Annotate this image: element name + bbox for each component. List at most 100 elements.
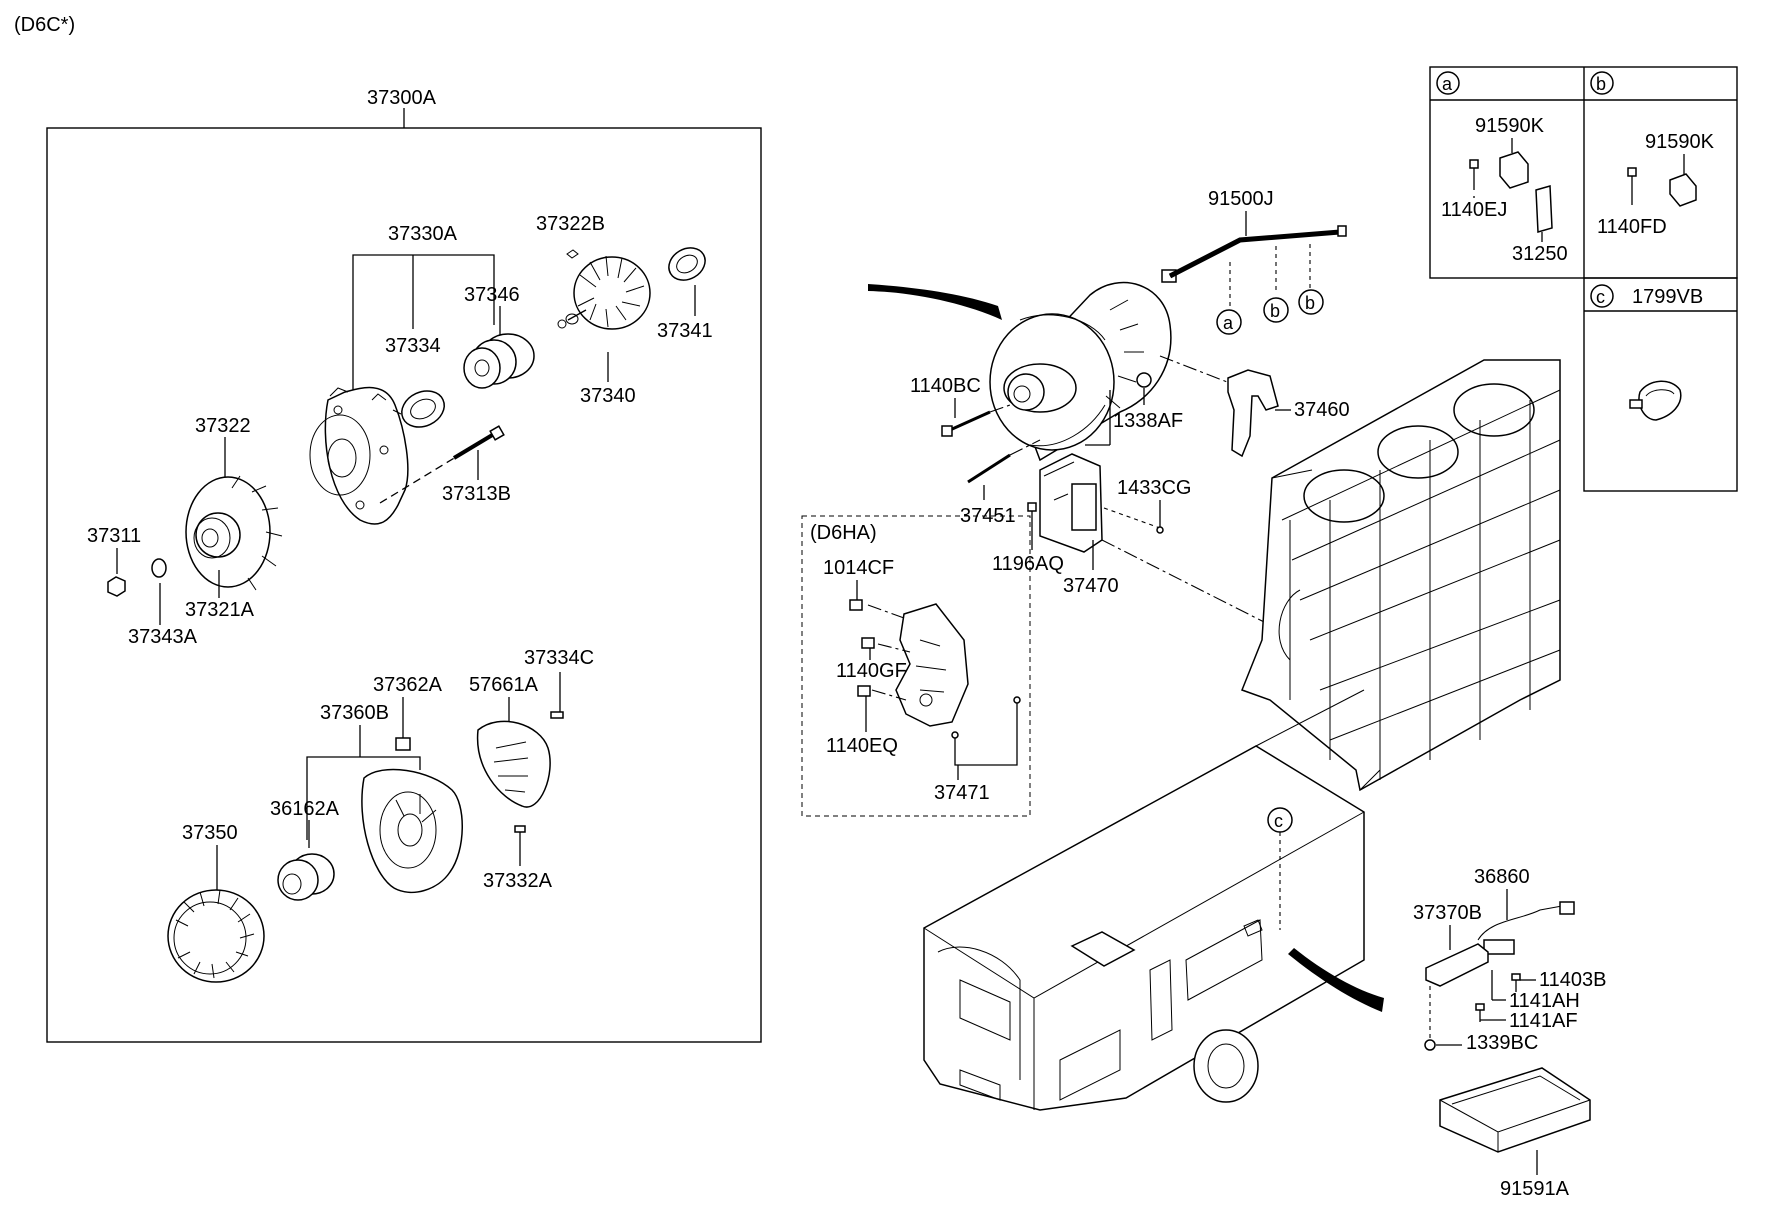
svg-text:c: c — [1274, 811, 1283, 831]
part-37311 — [107, 576, 126, 597]
part-37460 — [1227, 369, 1279, 458]
part-37334 — [401, 390, 445, 428]
label-37470: 37470 — [1063, 575, 1119, 597]
assembly-label: 37300A — [367, 87, 437, 109]
label-37362A: 37362A — [373, 674, 443, 696]
part-1140GF — [861, 637, 875, 649]
label-36860: 36860 — [1474, 866, 1530, 888]
inset-c-letter: c — [1590, 284, 1614, 308]
label-37360B: 37360B — [320, 702, 389, 724]
part-37322B — [566, 249, 579, 259]
label-37330A: 37330A — [388, 223, 458, 245]
label-1196AQ: 1196AQ — [992, 553, 1064, 575]
assembly-frame — [46, 127, 762, 1043]
part-37350 — [167, 889, 265, 983]
part-1339BC — [1424, 1039, 1436, 1051]
label-1338AF: 1338AF — [1113, 410, 1183, 432]
label-1140EQ: 1140EQ — [826, 735, 898, 757]
d6ha-inset: (D6HA) 1014CF 1140GF 1140EQ 37471 — [801, 515, 1031, 817]
label-37311: 37311 — [87, 525, 141, 547]
label-1014CF: 1014CF — [823, 557, 894, 579]
part-1014CF — [849, 599, 863, 611]
mounting-group: 91500J a b b 1140BC — [868, 188, 1350, 626]
label-37332A: 37332A — [483, 870, 553, 892]
label-36162A: 36162A — [270, 798, 340, 820]
label-57661A: 57661A — [469, 674, 539, 696]
part-1141AF — [1475, 1003, 1506, 1022]
alternator-assembly-group: 37300A 37330A 37322B 37346 37341 37340 — [46, 87, 762, 1043]
part-36860 — [1477, 901, 1575, 955]
part-1433CG — [1156, 526, 1164, 534]
part-11403B — [1511, 973, 1536, 992]
label-1140GF: 1140GF — [836, 660, 907, 682]
d6ha-title: (D6HA) — [810, 522, 877, 544]
part-1140EQ — [857, 685, 871, 697]
inset-a-part2: 1140EJ — [1441, 199, 1507, 221]
part-37451 — [967, 439, 1041, 484]
inset-a-letter: a — [1436, 71, 1460, 95]
alternator-body — [989, 269, 1177, 462]
variant-label: (D6C*) — [14, 14, 75, 36]
part-1140BC — [941, 410, 991, 437]
label-11403B: 11403B — [1539, 969, 1606, 991]
part-37321A — [193, 512, 241, 559]
inset-c-part1: 1799VB — [1632, 286, 1703, 308]
callout-a: a — [1216, 309, 1242, 335]
svg-text:b: b — [1596, 74, 1606, 94]
label-37370B: 37370B — [1413, 902, 1482, 924]
label-37350: 37350 — [182, 822, 238, 844]
part-37370B — [1425, 943, 1489, 987]
part-37330A-housing — [309, 386, 409, 525]
label-37322: 37322 — [195, 415, 251, 437]
part-37360B-housing — [361, 768, 463, 894]
callout-c: c — [1267, 807, 1293, 833]
label-37313B: 37313B — [442, 483, 511, 505]
part-91591A — [1439, 1067, 1591, 1153]
inset-a-part1: 91590K — [1475, 115, 1545, 137]
label-37321A: 37321A — [185, 599, 255, 621]
label-91591A: 91591A — [1500, 1178, 1570, 1200]
part-1338AF — [1136, 372, 1152, 388]
label-91500J: 91500J — [1208, 188, 1274, 210]
label-37346: 37346 — [464, 284, 520, 306]
inset-a-part3: 31250 — [1512, 243, 1568, 265]
inset-b-part2: 1140FD — [1597, 216, 1667, 238]
label-37451: 37451 — [960, 505, 1016, 527]
detail-inset: a b c 91590K 1140EJ 31250 91590K — [1429, 66, 1738, 492]
inset-b-part1: 91590K — [1645, 131, 1715, 153]
part-37334C — [550, 672, 564, 719]
label-1339BC: 1339BC — [1466, 1032, 1538, 1054]
part-37340 — [557, 255, 651, 330]
callout-b-1: b — [1263, 297, 1289, 323]
label-37334: 37334 — [385, 335, 441, 357]
inset-a-clip — [1469, 151, 1553, 233]
bus-outline — [923, 689, 1365, 1111]
label-37460: 37460 — [1294, 399, 1350, 421]
part-37341 — [668, 247, 706, 281]
inset-b-letter: b — [1590, 71, 1614, 95]
svg-text:c: c — [1596, 287, 1605, 307]
label-37334C: 37334C — [524, 647, 594, 669]
part-36162A — [277, 853, 335, 901]
callout-b-2: b — [1298, 289, 1324, 315]
part-91500J — [1168, 225, 1347, 279]
svg-text:b: b — [1270, 301, 1280, 321]
part-37332A — [514, 825, 526, 866]
label-1141AF: 1141AF — [1509, 1010, 1578, 1032]
label-37340: 37340 — [580, 385, 636, 407]
view-arrow-bus — [1288, 948, 1384, 1012]
label-37322B: 37322B — [536, 213, 605, 235]
part-37470 — [1039, 453, 1103, 553]
inset-c-clip — [1629, 380, 1682, 421]
part-37471 — [1013, 696, 1021, 704]
label-1140BC: 1140BC — [910, 375, 981, 397]
part-37346 — [463, 333, 535, 389]
svg-text:b: b — [1305, 293, 1315, 313]
label-37343A: 37343A — [128, 626, 198, 648]
svg-text:a: a — [1223, 313, 1234, 333]
inset-b-clip — [1627, 167, 1697, 207]
svg-text:a: a — [1442, 74, 1453, 94]
d6ha-bracket — [867, 603, 969, 727]
label-37471: 37471 — [934, 782, 990, 804]
label-1433CG: 1433CG — [1117, 477, 1192, 499]
